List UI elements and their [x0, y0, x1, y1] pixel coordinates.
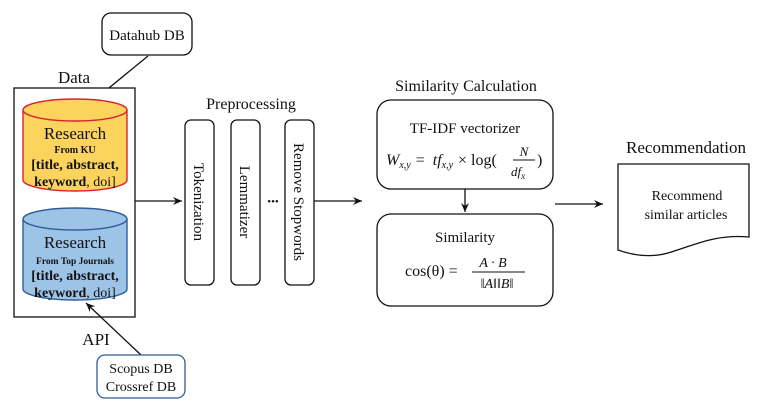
formula-times-log: × log( [458, 152, 497, 169]
ku-db-subtitle: From KU [54, 145, 95, 156]
tokenization-label: Tokenization [190, 163, 206, 242]
journals-db-title: Research [44, 233, 107, 252]
preprocessing-step-remove-stopwords: Remove Stopwords [284, 119, 315, 286]
recommendation-title: Recommendation [626, 138, 746, 157]
formula-denominator-df: dfx [511, 164, 525, 181]
journals-db-fields-line1: [title, abstract, [31, 269, 118, 284]
ku-db-fields-line1: [title, abstract, [31, 158, 118, 173]
journals-db-fields-line2: keyword, doi] [34, 286, 116, 301]
tfidf-formula: Wx,y=tfx,y× log( [386, 152, 497, 171]
ku-db-fields-line2: keyword, doi] [34, 175, 116, 190]
scopus-crossref-node: Scopus DB Crossref DB [96, 354, 186, 399]
formula-eq: = [416, 152, 425, 169]
recommendation-document-node: Recommend similar articles [617, 163, 750, 257]
formula-tf-sub: x,y [441, 160, 454, 171]
formula-numerator-n: N [519, 144, 530, 159]
ku-db-keyword: keyword [34, 175, 86, 190]
recommendation-line2: similar articles [645, 208, 728, 223]
cosine-similarity-node: Similarity cos(θ) = A · B ‖A‖‖B‖ [376, 213, 554, 307]
ku-db-doi: , doi] [86, 175, 116, 190]
similarity-calculation-title: Similarity Calculation [395, 78, 537, 95]
crossref-db-label: Crossref DB [106, 380, 176, 395]
formula-w-sub: x,y [398, 160, 411, 171]
ellipsis: ••• [267, 196, 279, 208]
data-panel-title: Data [58, 68, 91, 87]
formula-df-sub: x [520, 171, 525, 181]
formula-close-paren: ) [537, 152, 542, 169]
journals-database-cylinder: Research From Top Journals [title, abstr… [22, 207, 128, 301]
preprocessing-title: Preprocessing [206, 96, 296, 113]
api-arrow [85, 302, 142, 356]
api-label: API [82, 330, 110, 349]
remove-stopwords-label: Remove Stopwords [290, 143, 306, 261]
recommendation-line1: Recommend [652, 189, 723, 204]
tfidf-node: TF-IDF vectorizer Wx,y=tfx,y× log( N dfx… [376, 99, 554, 190]
datahub-db-node: Datahub DB [101, 12, 193, 56]
formula-w: W [386, 152, 401, 169]
journals-db-keyword: keyword [34, 286, 86, 301]
cosine-denominator: ‖A‖‖B‖ [481, 277, 514, 292]
scopus-db-label: Scopus DB [109, 362, 172, 377]
preprocessing-step-lemmatizer: Lemmatizer [230, 119, 261, 286]
formula-df: df [511, 164, 524, 179]
tfidf-label: TF-IDF vectorizer [410, 121, 520, 137]
ku-database-cylinder: Research From KU [title, abstract, keywo… [22, 98, 128, 192]
similarity-label: Similarity [435, 230, 496, 246]
lemmatizer-label: Lemmatizer [236, 166, 252, 238]
cosine-lhs: cos(θ) = [405, 263, 458, 280]
ku-db-title: Research [44, 124, 107, 143]
journals-db-doi: , doi] [86, 286, 116, 301]
formula-tf: tf [433, 152, 444, 169]
cosine-numerator: A · B [478, 256, 507, 271]
preprocessing-step-tokenization: Tokenization [184, 119, 215, 286]
journals-db-subtitle: From Top Journals [36, 257, 114, 267]
datahub-db-label: Datahub DB [109, 28, 184, 44]
